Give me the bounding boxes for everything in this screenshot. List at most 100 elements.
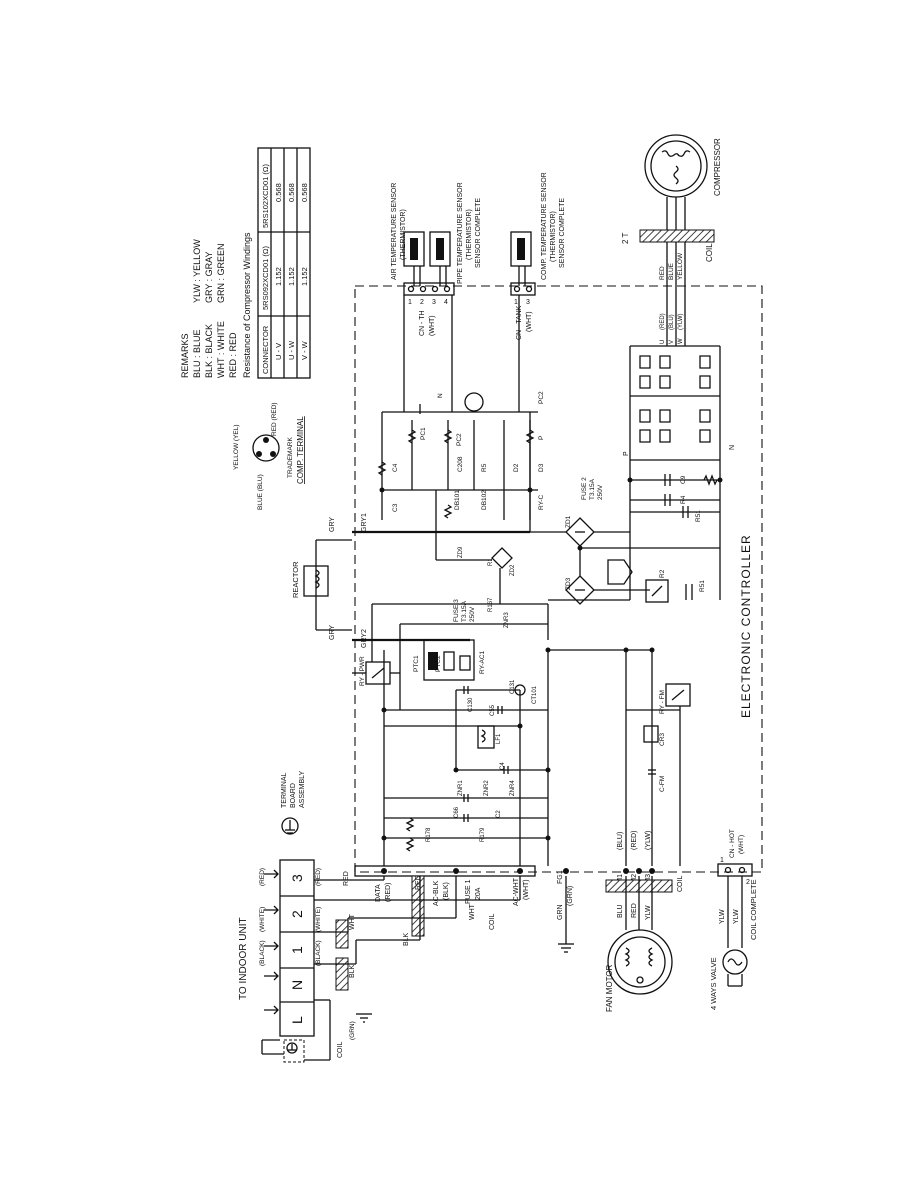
- cn-th-pin-1: 1: [408, 299, 412, 306]
- resistance-table: CONNECTOR 5RS092XCD01 (Ω) 5RS102XCD01 (Ω…: [257, 147, 311, 379]
- d1-label: C3: [392, 503, 399, 512]
- table-row-uw: U - W: [287, 340, 296, 360]
- terminal-assembly-label-3: ASSEMBLY: [299, 770, 306, 808]
- bridge-p-label: P: [623, 451, 630, 456]
- rectifier-section: ZD1 ZD3 R1 R2 R51 ZD2 ZD9: [458, 515, 720, 605]
- fan-motor-section: RY - FM CR3 C-FM: [548, 649, 691, 866]
- wire-red-2: RED: [415, 875, 422, 890]
- reactor-section: REACTOR GRY GRY1 GRY GRY2: [291, 513, 530, 648]
- controller-boundary: [354, 285, 763, 873]
- uvw-color-ylw: (YLW): [678, 313, 684, 330]
- comp-terminal-symbol: YELLOW (YEL) RED (RED) BLUE (BLU) TRADEM…: [233, 402, 305, 510]
- fm1-color: (BLU): [617, 832, 624, 850]
- cn-th-pin-4: 4: [444, 299, 448, 306]
- gry1-label: GRY1: [361, 513, 368, 532]
- comp-terminal-label-yellow: YELLOW (YEL): [233, 424, 240, 470]
- c130-label: C130: [468, 697, 474, 712]
- terminal-board: TO INDOOR UNIT L N 1 2 3 (BLACK) (WHITE)…: [238, 770, 521, 1063]
- r51-label: PC2: [456, 433, 463, 446]
- fan-wire-ylw: YLW: [645, 905, 652, 920]
- valve-wire-ylw-2: YLW: [733, 909, 740, 924]
- zd1-label: D2: [513, 463, 520, 472]
- r178-label: R178: [426, 827, 432, 842]
- ac-wht-color: (WHT): [523, 879, 530, 900]
- c3-label: R51: [695, 510, 702, 522]
- wire-coil-label: COIL: [489, 914, 496, 930]
- fuse1-label: FUSE 1: [465, 879, 472, 904]
- terminal-3-color-bottom: (RED): [315, 868, 322, 886]
- znr3-label: ZNR3: [504, 612, 510, 628]
- c1-label: R51: [699, 580, 706, 592]
- misc-wires: [352, 295, 723, 841]
- control-ladder: PC1 PC2 P N PC2 C4 C3 DB101 DB102 RY-C C…: [377, 391, 604, 520]
- r4-label: P: [538, 436, 545, 440]
- remarks-color-blu: BLU : BLUE: [192, 329, 202, 378]
- cfm-label: C-FM: [659, 776, 666, 792]
- comp-sensor-label: COMP. TEMPERATURE SENSOR: [541, 172, 548, 280]
- table-header-model2: 5RS102XCD01 (Ω): [261, 164, 270, 228]
- terminal-3: 3: [289, 874, 305, 882]
- cn-hot-label: CN - HOT: [729, 829, 736, 858]
- valve-coil-label: COIL COMPLETE: [749, 879, 758, 940]
- terminal-assembly-label-1: TERMINAL: [281, 773, 288, 809]
- table-cell-vw-2: 0.568: [300, 183, 309, 202]
- ct101-label: CT101: [532, 685, 538, 704]
- cn-th-label: CN - TH: [419, 310, 426, 336]
- sensor-group: 1 2 3 4 1 3 CN - TH (WHT) CN - TANK (WHT…: [391, 172, 566, 340]
- zd3-label: D3: [538, 463, 545, 472]
- fuse2-rating: T3.15A: [589, 478, 596, 500]
- fuse3-voltage: 250V: [469, 606, 476, 622]
- terminal-L: L: [289, 1016, 305, 1024]
- zd9-label: R5: [481, 463, 488, 472]
- fg1-color: (GRN): [567, 886, 574, 906]
- r2-label: PC1: [420, 427, 427, 440]
- wire-wht-2: WHT: [469, 903, 476, 920]
- ry-pwr-label: RY - PWR: [359, 656, 366, 686]
- terminal-2-color-top: (WHITE): [259, 907, 266, 932]
- table-cell-vw-1: 1.152: [300, 267, 309, 286]
- ac-blk-label: AC-BLK: [433, 880, 440, 906]
- fan-wire-red: RED: [631, 903, 638, 918]
- cn-tank-pin-3: 3: [526, 299, 530, 306]
- compressor-wire-yellow: YELLOW: [677, 252, 684, 280]
- remarks-color-blk: BLK : BLACK: [204, 324, 214, 378]
- terminal-3-color-top: (RED): [259, 868, 266, 886]
- table-cell-uw-2: 0.568: [287, 183, 296, 202]
- db102-label: ZD3: [565, 577, 572, 590]
- cn-hot-pin-2: 2: [746, 879, 750, 886]
- terminal-assembly-label-2: BOARD: [290, 783, 297, 808]
- compressor-label: COMPRESSOR: [713, 138, 722, 196]
- terminal-board-title: TO INDOOR UNIT: [238, 917, 249, 1000]
- data-pin-color: (RED): [385, 883, 392, 902]
- remarks-color-gry: GRY : GRAY: [204, 251, 214, 303]
- comp-terminal-title: COMP. TERMINAL: [296, 416, 305, 484]
- compressor-mark: 2 T: [621, 232, 630, 244]
- table-row-uv: U - V: [274, 343, 283, 360]
- db103-label: R1: [488, 558, 494, 566]
- compressor-wire-blue: BLUE: [668, 262, 675, 280]
- pipe-sensor-complete: SENSOR COMPLETE: [475, 198, 482, 268]
- fan-wire-blu: BLU: [617, 904, 624, 918]
- table-header-connector: CONNECTOR: [261, 325, 270, 374]
- table-row-vw: V - W: [300, 340, 309, 360]
- uvw-color-red: (RED): [660, 313, 666, 330]
- table-cell-uv-2: 0.568: [274, 183, 283, 202]
- terminal-N: N: [289, 980, 305, 990]
- fuse3-label: FUSE 3: [453, 599, 460, 622]
- c208-label: C9: [680, 475, 687, 484]
- znr1-label: ZNR1: [458, 780, 464, 796]
- ac-blk-color: (BLK): [443, 882, 450, 900]
- cr3-label: CR3: [659, 733, 666, 746]
- gnd-color-label: (GRN): [349, 1021, 356, 1040]
- dc-bus: C9 R4 R51: [629, 460, 721, 548]
- r1-label: C4: [392, 463, 399, 472]
- fuse1-rating: 20A: [475, 887, 482, 900]
- fan-motor: BLU RED YLW COIL FAN MOTOR: [605, 876, 684, 1012]
- gry2-label: GRY2: [361, 629, 368, 648]
- remarks-block: REMARKS BLU : BLUE BLK : BLACK WHT : WHI…: [180, 232, 252, 378]
- c4-dc-label: R4: [680, 495, 687, 504]
- valve-wire-ylw-1: YLW: [719, 909, 726, 924]
- table-cell-uw-1: 1.152: [287, 267, 296, 286]
